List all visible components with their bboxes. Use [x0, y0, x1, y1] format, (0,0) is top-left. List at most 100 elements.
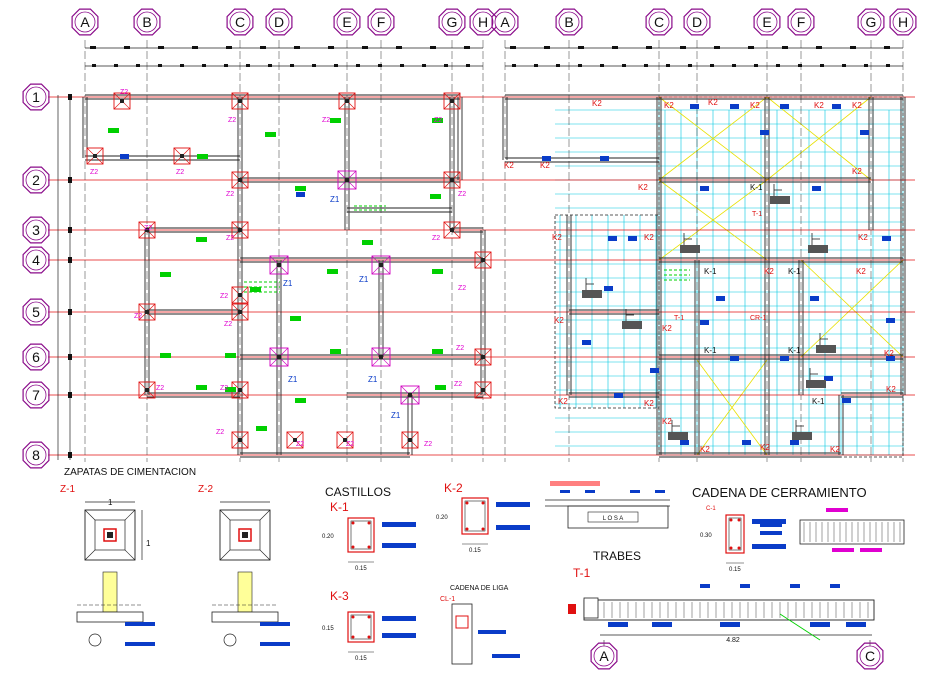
cerramiento-tag: [760, 531, 782, 535]
tag-blue: [700, 186, 709, 191]
c1-section-stirrup: [728, 517, 742, 551]
axis-bubble-left-e-label: E: [342, 14, 351, 30]
losa-tag: [585, 490, 595, 493]
k2-section-rebar: [481, 501, 485, 505]
dimension-lines: [57, 46, 903, 460]
equipment-symbol: [816, 345, 836, 353]
column-core: [408, 393, 412, 397]
dimension-tick: [68, 257, 72, 263]
z2-footing-bubble: [223, 633, 237, 647]
trabe-leader: [779, 613, 821, 641]
tag-blue: [810, 296, 819, 301]
tag-green: [295, 398, 306, 403]
t1-detail-label: T-1: [573, 566, 591, 580]
dimension-text-mark: [666, 64, 670, 67]
column-symbol: [113, 92, 131, 110]
losa-tag: [630, 490, 640, 493]
tag-green: [196, 237, 207, 242]
axis-bubble-right-g-outline: [857, 8, 885, 36]
axis-bubble-right-d-outline: [683, 8, 711, 36]
slab-boundary-main: [658, 96, 904, 458]
dimension-text-mark: [90, 46, 96, 49]
slab-tag-k2: K2: [708, 98, 718, 107]
footing-tag-z1: Z1: [368, 375, 378, 384]
dimension-text-mark: [612, 46, 618, 49]
tag-green: [430, 194, 441, 199]
z2-footing-section-column: [237, 571, 253, 613]
axis-bubble-left-b-label: B: [142, 14, 151, 30]
axis-bubble-row-8-label: 8: [32, 447, 40, 463]
column-core: [293, 438, 297, 442]
axis-bubble-right-b-outline: [555, 8, 583, 36]
footing-tag-z2: Z2: [454, 381, 462, 388]
z2-footing-section-tag: [260, 642, 290, 646]
column-core: [277, 355, 281, 359]
tag-green: [327, 269, 338, 274]
trabe-end: [583, 597, 599, 619]
axis-bubble-right-b-circle: [558, 11, 580, 33]
column-core: [238, 293, 242, 297]
column-symbol: [86, 147, 104, 165]
k3-section-rebar: [351, 615, 355, 619]
axis-bubble-left-d-circle: [268, 11, 290, 33]
trabes-title: TRABES: [593, 549, 642, 563]
dimension-text-mark: [464, 46, 470, 49]
trabe-bubble-c-outline: [856, 642, 884, 670]
k3-section-rebar: [367, 635, 371, 639]
column-symbol: [474, 348, 492, 366]
column-symbol: [286, 431, 304, 449]
axis-bubble-right-a-label: A: [500, 14, 510, 30]
tag-blue: [680, 440, 689, 445]
column-core: [343, 438, 347, 442]
z1-footing-section-tag: [125, 622, 155, 626]
dimension-text-mark: [158, 46, 164, 49]
axis-bubble-row-1-outline: [22, 83, 50, 111]
tag-blue: [650, 368, 659, 373]
dimension-text-mark: [714, 46, 720, 49]
tag-blue: [860, 130, 869, 135]
trabe-bubble-a-outline: [590, 642, 618, 670]
slab-tag-k1: K-1: [750, 183, 763, 192]
column-core: [93, 154, 97, 158]
dimension-text-mark: [842, 64, 846, 67]
slab-tag-k2: K2: [504, 161, 514, 170]
axis-bubble-row-5-outline: [22, 298, 50, 326]
axis-bubble-row-7-label: 7: [32, 387, 40, 403]
z1-side-dim: 1: [146, 539, 151, 548]
column-core: [145, 310, 149, 314]
dimension-text-mark: [754, 64, 758, 67]
c1-section-rebar: [737, 518, 741, 522]
axis-bubble-left-a-outline: [71, 8, 99, 36]
footing-tag-z2: Z2: [458, 191, 466, 198]
axis-bubble-right-f-circle: [790, 11, 812, 33]
axis-bubble-left-c-outline: [226, 8, 254, 36]
z1-footing-bevel: [124, 509, 136, 521]
slab-tag-k2: K2: [700, 445, 710, 454]
tag-green: [197, 154, 208, 159]
tag-green: [330, 349, 341, 354]
slab-tag-k2: K2: [884, 349, 894, 358]
dimension-text-mark: [534, 64, 538, 67]
trabe-bubble-c-circle: [859, 645, 881, 667]
slab-tag-k2: K2: [830, 445, 840, 454]
dimension-text-mark: [260, 46, 266, 49]
c1-section-dim-height: 0.30: [700, 533, 712, 539]
axis-bubble-left-b-circle: [136, 11, 158, 33]
dimension-text-mark: [362, 46, 368, 49]
axis-bubble-left-d-outline: [265, 8, 293, 36]
axis-bubble-left-e-outline: [333, 8, 361, 36]
column-symbol: [337, 170, 357, 190]
footing-tag-z1: Z1: [288, 375, 298, 384]
dimension-text-mark: [334, 64, 338, 67]
axis-bubble-row-1-label: 1: [32, 89, 40, 105]
z1-footing-bevel: [84, 509, 96, 521]
column-symbol: [231, 171, 249, 189]
trabe-tag: [846, 622, 866, 627]
slab-tag-k2: K2: [852, 101, 862, 110]
dimension-text-mark: [92, 64, 96, 67]
axis-bubble-left-b-outline: [133, 8, 161, 36]
losa-label-box: [587, 511, 639, 523]
axis-bubble-left-d-label: D: [274, 14, 284, 30]
